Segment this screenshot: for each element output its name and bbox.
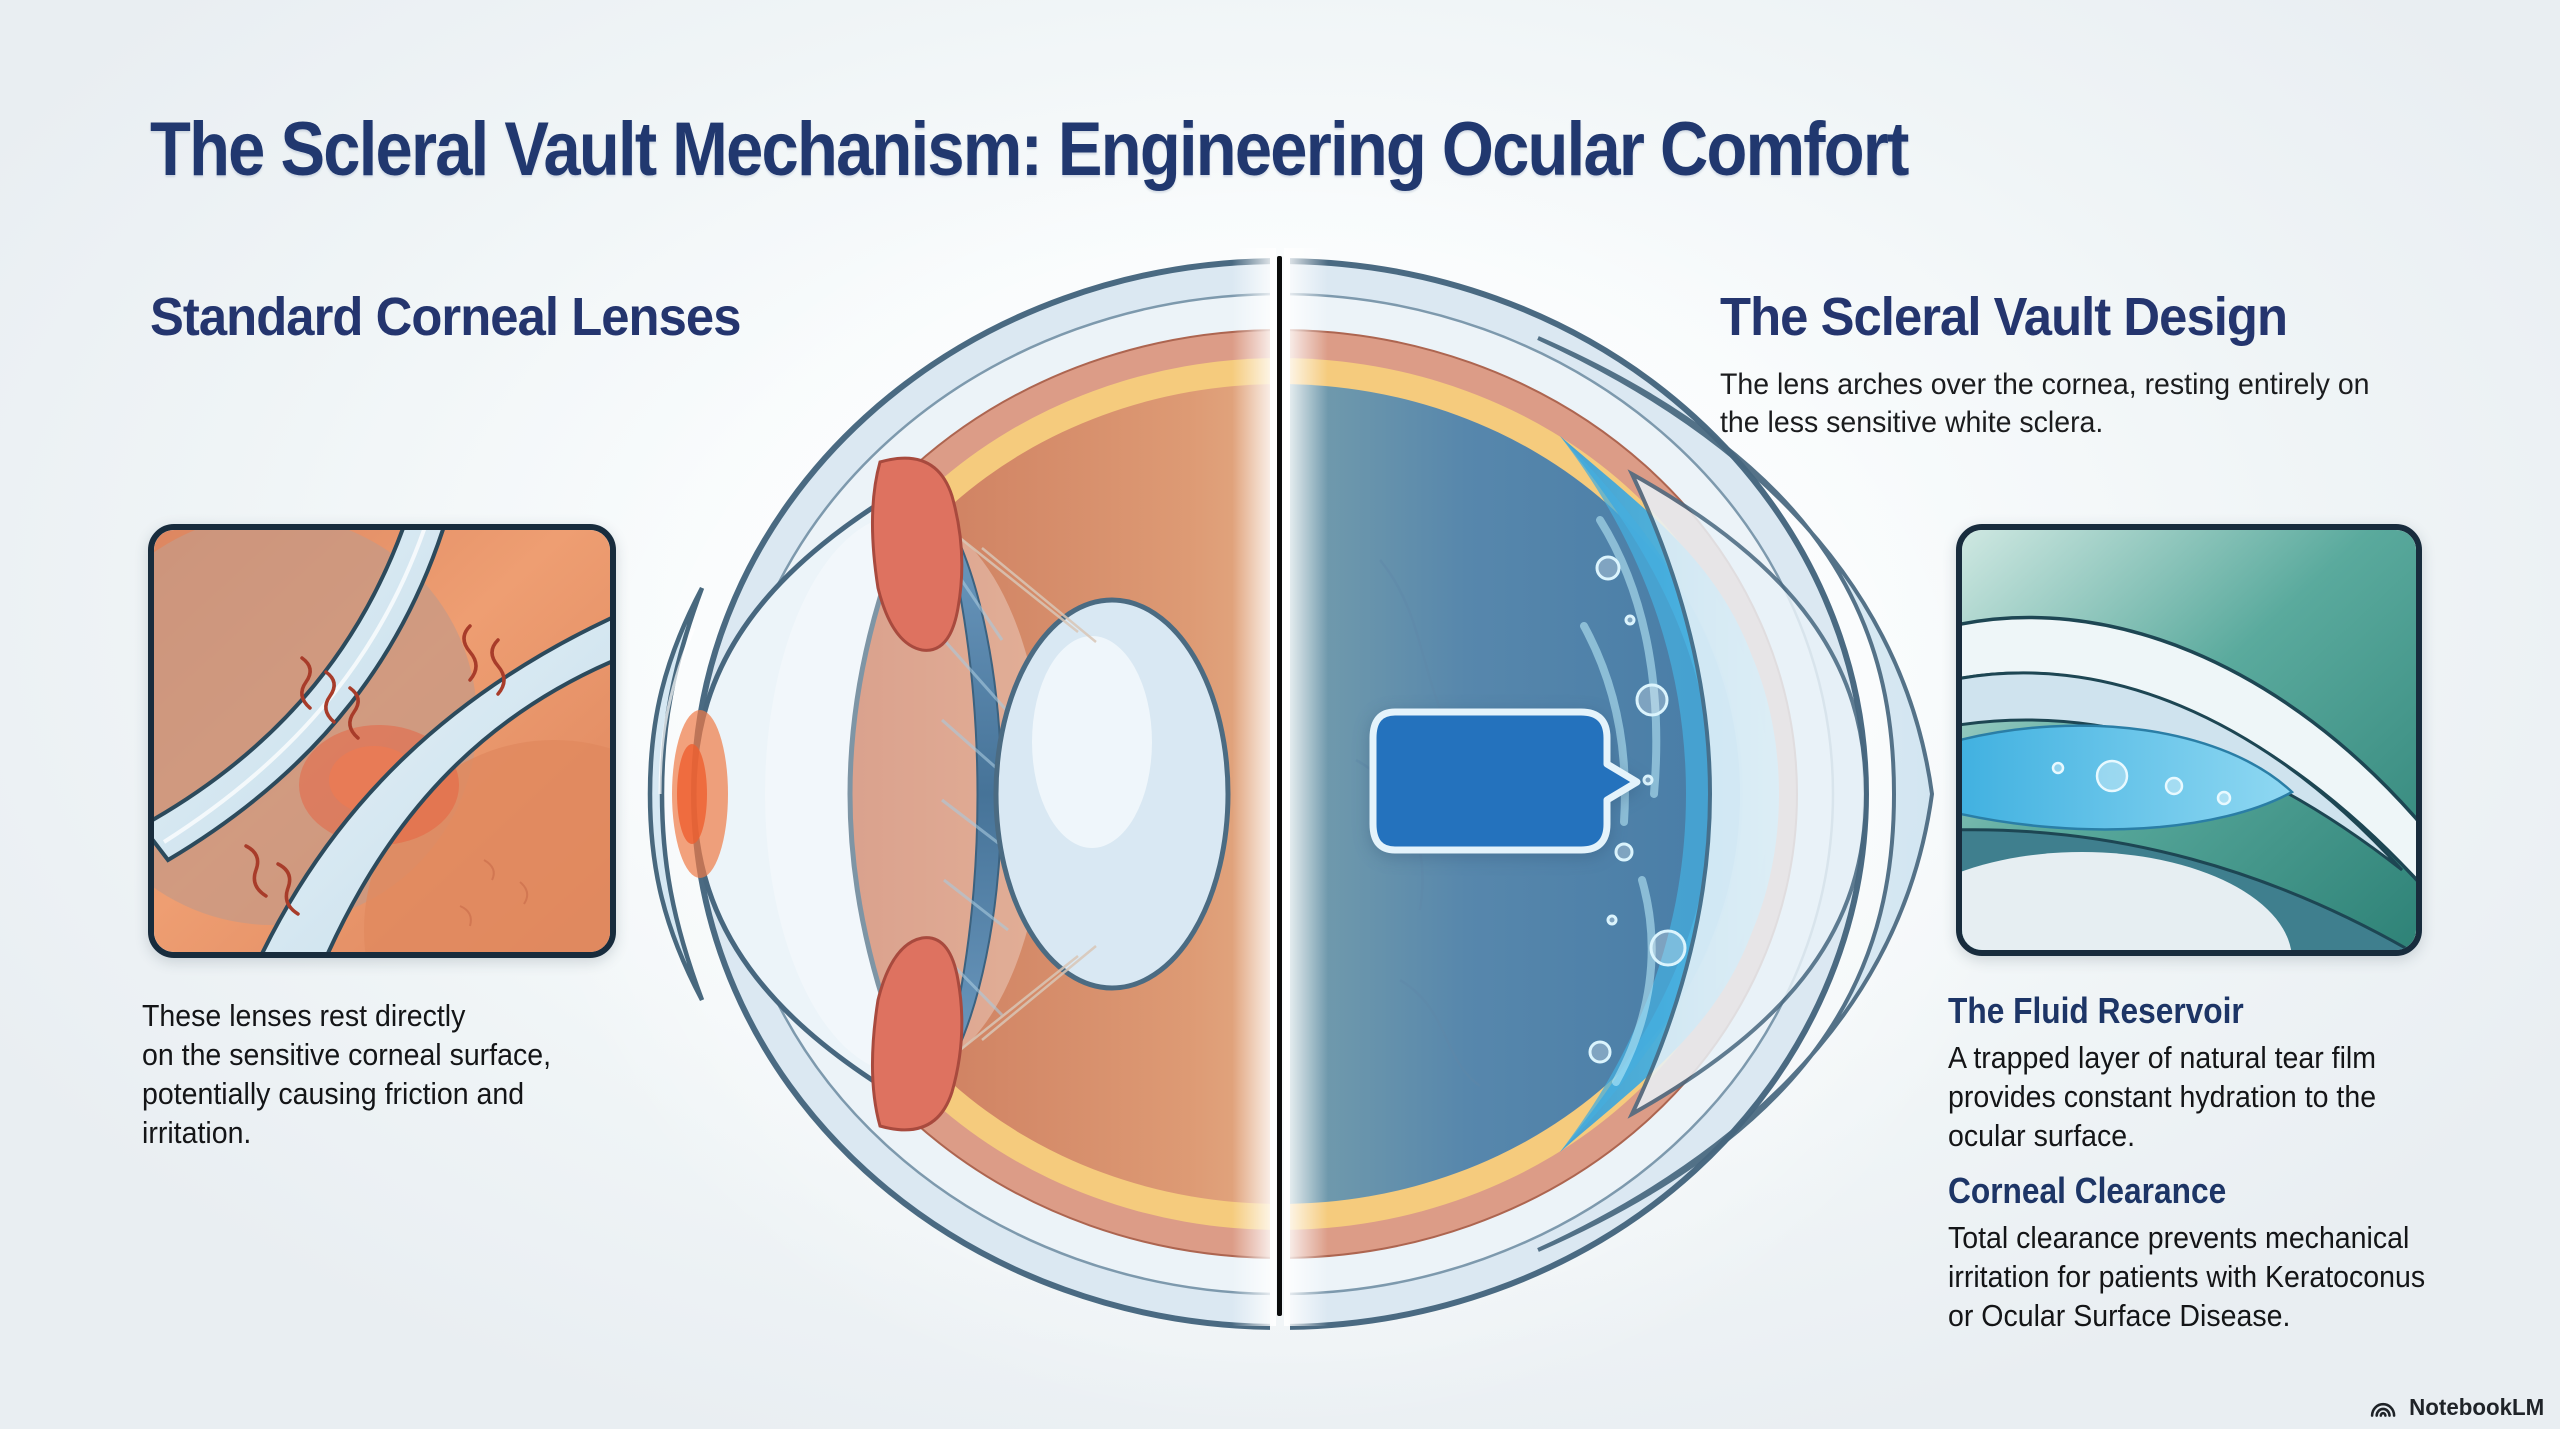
standard-lens-crescent: [647, 586, 705, 1002]
callout-label: [1387, 706, 1597, 856]
corneal-friction-closeup-icon: [154, 530, 610, 952]
watermark-label: NotebookLM: [2408, 1394, 2544, 1420]
corneal-clearance-heading: Corneal Clearance: [1948, 1170, 2227, 1211]
left-panel-heading: Standard Corneal Lenses: [150, 287, 741, 347]
fluid-reservoir-body: A trapped layer of natural tear film pro…: [1948, 1040, 2377, 1153]
fluid-reservoir-inset: [1956, 524, 2422, 956]
right-panel-subtitle: The lens arches over the cornea, resting…: [1720, 368, 2370, 439]
crystalline-lens: [993, 597, 1231, 991]
watermark: NotebookLM: [2368, 1394, 2544, 1421]
corneal-clearance-body: Total clearance prevents mechanical irri…: [1948, 1220, 2426, 1333]
cornea-right: [1627, 469, 1869, 1119]
right-panel-heading: The Scleral Vault Design: [1720, 287, 2288, 347]
eye-left-half: [647, 258, 1270, 1330]
page-title: The Scleral Vault Mechanism: Engineering…: [150, 107, 1909, 192]
callout-bubble-shape: [1369, 708, 1641, 854]
fluid-reservoir-callout: [1367, 706, 1647, 856]
divider-line: [1277, 256, 1282, 1316]
corneal-friction-inset: [148, 524, 616, 958]
left-panel-description: These lenses rest directly on the sensit…: [142, 998, 552, 1150]
fluid-reservoir-closeup-icon: [1962, 530, 2416, 950]
ciliary-body-top: [871, 456, 964, 652]
fluid-reservoir-heading: The Fluid Reservoir: [1948, 990, 2244, 1031]
ciliary-body-bottom: [871, 936, 964, 1132]
notebooklm-logo-icon: [2370, 1402, 2396, 1417]
iris: [939, 504, 1003, 1084]
